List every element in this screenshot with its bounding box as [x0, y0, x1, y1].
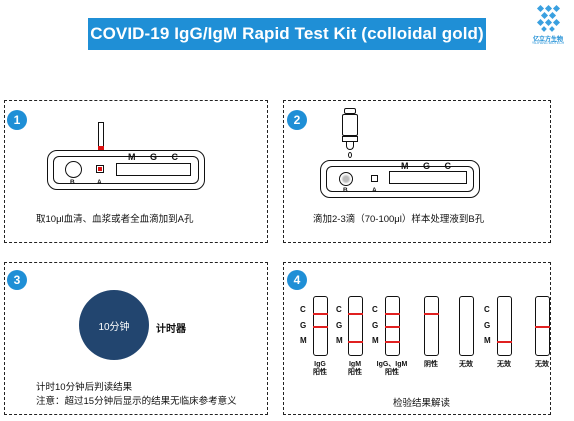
timer-value: 10分钟	[98, 321, 130, 333]
result-strip	[385, 296, 400, 356]
sample-well-a	[371, 175, 378, 182]
line-letter-c: C	[372, 305, 378, 314]
line-letter-g: G	[300, 321, 307, 330]
test-line-c	[313, 313, 328, 315]
sample-well-b	[339, 172, 353, 186]
result-window	[116, 163, 191, 176]
well-b-label: B	[343, 187, 348, 194]
logo-text: 亿立方生物	[532, 37, 563, 43]
well-a-label: A	[97, 179, 102, 186]
logo-mark-icon	[536, 4, 561, 32]
result-window	[389, 171, 467, 184]
test-line-c	[348, 313, 363, 315]
step-1-caption: 取10μl血清、血浆或者全血滴加到A孔	[36, 214, 194, 225]
test-line-g	[535, 326, 550, 328]
test-line-m	[348, 341, 363, 343]
line-letter-c: C	[484, 305, 490, 314]
step-3-caption-line1: 计时10分钟后判读结果	[36, 382, 133, 393]
result-label: 无效	[535, 361, 549, 368]
step-1-badge: 1	[7, 110, 27, 130]
step-3-caption-line2: 注意：超过15分钟后显示的结果无临床参考意义	[36, 396, 237, 407]
line-letter-g: G	[484, 321, 491, 330]
timer-label: 计时器	[156, 324, 186, 335]
company-logo: 亿立方生物 YILIFANG BIOTECH	[526, 4, 570, 50]
sample-well-a	[96, 165, 104, 173]
window-letters: M G C	[128, 152, 184, 162]
line-letter-m: M	[372, 336, 379, 345]
timer-circle: 10分钟	[79, 290, 149, 360]
result-strip	[535, 296, 550, 356]
step-2-caption: 滴加2-3滴（70-100μl）样本处理液到B孔	[313, 214, 485, 225]
title-banner: COVID-19 IgG/IgM Rapid Test Kit (colloid…	[88, 18, 486, 50]
test-line-g	[385, 326, 400, 328]
dropper-bottle-icon	[340, 108, 360, 160]
result-label: 无效	[459, 361, 473, 368]
sample-well-b	[65, 161, 82, 178]
test-cassette-1: M G C B A	[47, 150, 205, 190]
step-2-badge: 2	[287, 110, 307, 130]
test-line-m	[497, 341, 512, 343]
result-label: 无效	[497, 361, 511, 368]
result-strip	[459, 296, 474, 356]
step-4-badge: 4	[287, 270, 307, 290]
line-letter-m: M	[336, 336, 343, 345]
result-strip	[424, 296, 439, 356]
window-letters: M G C	[401, 161, 457, 171]
result-strip	[313, 296, 328, 356]
well-b-label: B	[70, 179, 75, 186]
line-letter-g: G	[336, 321, 343, 330]
test-line-g	[313, 326, 328, 328]
result-strip	[497, 296, 512, 356]
result-label: 阴性	[424, 361, 438, 368]
step-4-panel	[283, 262, 551, 415]
step-2-panel	[283, 100, 551, 243]
test-cassette-2: M G C B A	[320, 160, 480, 198]
page-title: COVID-19 IgG/IgM Rapid Test Kit (colloid…	[90, 24, 484, 43]
line-letter-m: M	[300, 336, 307, 345]
step-4-caption: 检验结果解读	[393, 398, 451, 409]
step-3-badge: 3	[7, 270, 27, 290]
result-strip	[348, 296, 363, 356]
line-letter-g: G	[372, 321, 379, 330]
line-letter-c: C	[300, 305, 306, 314]
line-letter-c: C	[336, 305, 342, 314]
step-1-panel	[4, 100, 268, 243]
logo-subtext: YILIFANG BIOTECH	[531, 41, 565, 45]
step-3-panel	[4, 262, 268, 415]
test-line-c	[424, 313, 439, 315]
test-line-m	[385, 341, 400, 343]
test-line-c	[385, 313, 400, 315]
line-letter-m: M	[484, 336, 491, 345]
well-a-label: A	[372, 187, 377, 194]
